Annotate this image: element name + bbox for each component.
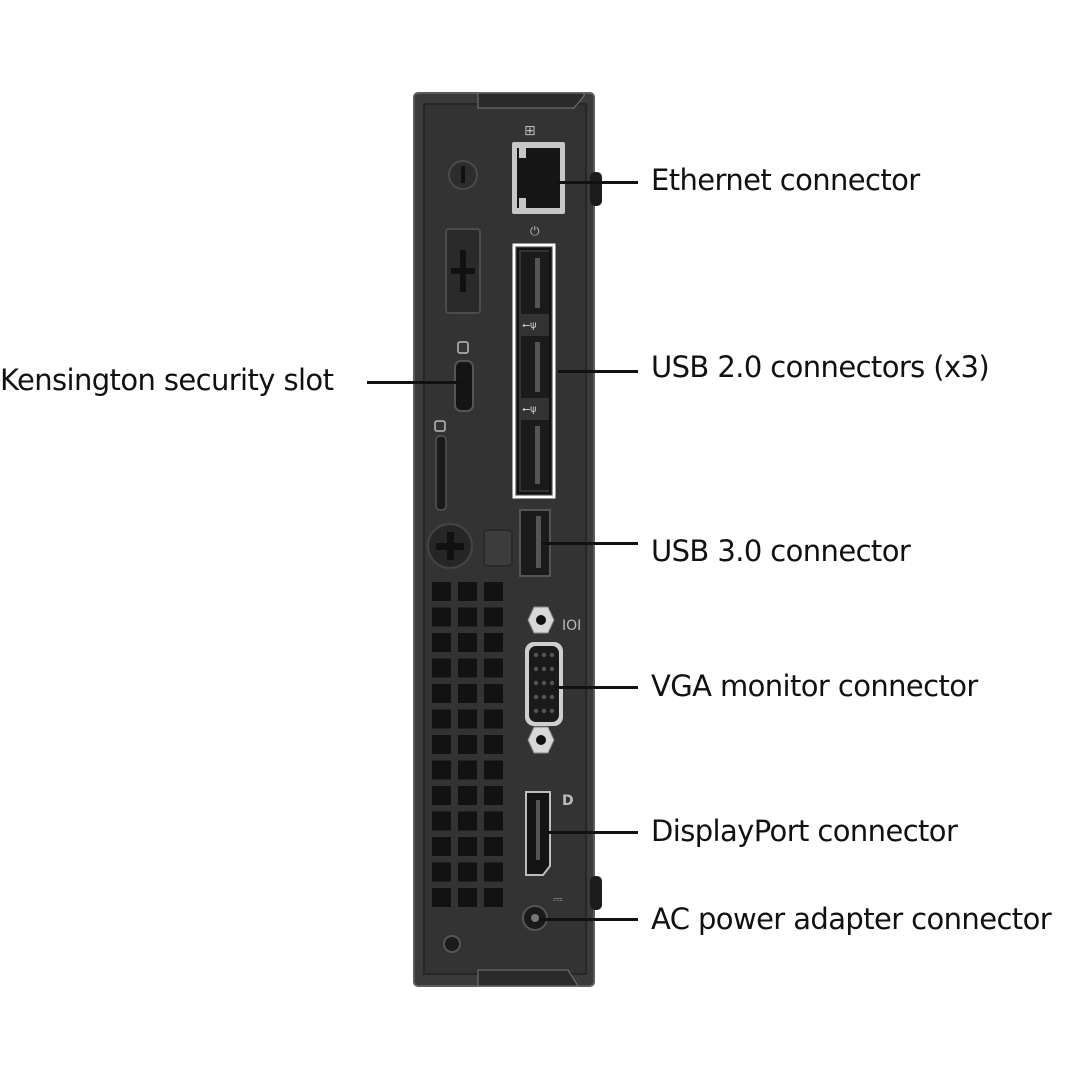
monitor-icon: IOI bbox=[562, 618, 581, 634]
vent-hole bbox=[432, 658, 451, 678]
leader-ac-power bbox=[540, 918, 638, 921]
vent-hole bbox=[484, 709, 503, 729]
vent-hole bbox=[484, 811, 503, 831]
vga-pin bbox=[549, 708, 555, 714]
vent-hole bbox=[484, 633, 503, 652]
leader-kensington bbox=[367, 381, 462, 384]
vent-hole bbox=[458, 786, 477, 805]
vga-pin bbox=[541, 680, 547, 686]
label-vga: VGA monitor connector bbox=[651, 669, 978, 703]
leader-ethernet bbox=[556, 181, 638, 184]
vent-hole bbox=[458, 735, 477, 754]
vent-hole bbox=[458, 633, 477, 652]
leader-vga bbox=[555, 686, 638, 689]
vga-pin bbox=[533, 708, 539, 714]
vent-hole bbox=[484, 837, 503, 856]
kensington-lock-icon bbox=[457, 341, 469, 354]
vent-hole bbox=[432, 811, 451, 831]
vent-hole bbox=[432, 735, 451, 754]
usb3-port bbox=[519, 509, 551, 577]
bottom-latch bbox=[477, 969, 579, 987]
vga-pin bbox=[549, 680, 555, 686]
vga-port: IOI bbox=[525, 606, 581, 754]
vent-hole bbox=[432, 633, 451, 652]
leader-usb2 bbox=[558, 370, 638, 373]
usb-icon: ⭠ψ bbox=[522, 320, 537, 331]
vent-hole bbox=[484, 786, 503, 805]
vent-hole bbox=[458, 811, 477, 831]
dc-symbol-icon: ⎓ bbox=[553, 892, 563, 906]
vent-hole bbox=[484, 658, 503, 678]
top-latch bbox=[477, 92, 585, 109]
vent-hole bbox=[432, 837, 451, 856]
vent-hole bbox=[458, 582, 477, 601]
label-kensington: Kensington security slot bbox=[0, 363, 334, 397]
vent-hole bbox=[432, 607, 451, 627]
side-bumper-bottom bbox=[590, 876, 602, 910]
label-ac-power: AC power adapter connector bbox=[651, 902, 1052, 936]
vga-pin bbox=[549, 652, 555, 658]
vent-hole bbox=[458, 709, 477, 729]
vent-hole bbox=[484, 888, 503, 907]
vent-hole bbox=[432, 888, 451, 907]
cable-clip bbox=[483, 529, 513, 567]
vent-hole bbox=[432, 862, 451, 882]
vent-hole bbox=[432, 709, 451, 729]
power-usb-icon: ⏻ bbox=[530, 224, 540, 238]
screw-hole bbox=[443, 935, 461, 953]
ethernet-port: ⊞ bbox=[512, 123, 565, 214]
displayport-port: D bbox=[525, 791, 574, 876]
vent-hole bbox=[432, 760, 451, 780]
vga-pin bbox=[549, 694, 555, 700]
vga-pin bbox=[533, 694, 539, 700]
kensington-slot bbox=[454, 360, 474, 412]
side-bumper-top bbox=[590, 172, 602, 206]
network-icon: ⊞ bbox=[524, 123, 536, 139]
vent-hole bbox=[484, 862, 503, 882]
displayport-icon: D bbox=[562, 793, 574, 809]
vent-hole bbox=[458, 684, 477, 703]
leader-displayport bbox=[546, 831, 638, 834]
vent-hole bbox=[484, 684, 503, 703]
vent-hole bbox=[458, 862, 477, 882]
vga-pin bbox=[541, 666, 547, 672]
vent-hole bbox=[458, 607, 477, 627]
vga-pin bbox=[533, 652, 539, 658]
vent-hole bbox=[432, 684, 451, 703]
vent-hole bbox=[458, 760, 477, 780]
vent-hole bbox=[484, 607, 503, 627]
vga-pin bbox=[541, 652, 547, 658]
vent-hole bbox=[458, 658, 477, 678]
vent-hole bbox=[484, 582, 503, 601]
vent-hole bbox=[458, 837, 477, 856]
usb2-port-group: ⏻ ⭠ψ ⭠ψ bbox=[512, 224, 556, 499]
label-ethernet: Ethernet connector bbox=[651, 163, 920, 197]
padlock-loop bbox=[435, 435, 447, 511]
vent-hole bbox=[458, 888, 477, 907]
vent-hole bbox=[484, 735, 503, 754]
label-displayport: DisplayPort connector bbox=[651, 814, 958, 848]
vga-pin bbox=[549, 666, 555, 672]
vga-pin bbox=[533, 666, 539, 672]
vga-pin bbox=[533, 680, 539, 686]
vent-hole bbox=[432, 786, 451, 805]
vent-hole bbox=[432, 582, 451, 601]
label-usb2: USB 2.0 connectors (x3) bbox=[651, 350, 990, 384]
label-usb3: USB 3.0 connector bbox=[651, 534, 911, 568]
vent-grid bbox=[432, 582, 503, 907]
usb-icon: ⭠ψ bbox=[522, 404, 537, 415]
vent-hole bbox=[484, 760, 503, 780]
padlock-icon bbox=[434, 420, 446, 432]
leader-usb3 bbox=[542, 542, 638, 545]
vga-pin bbox=[541, 694, 547, 700]
vga-pin bbox=[541, 708, 547, 714]
ac-power-port: ⎓ bbox=[522, 892, 563, 931]
